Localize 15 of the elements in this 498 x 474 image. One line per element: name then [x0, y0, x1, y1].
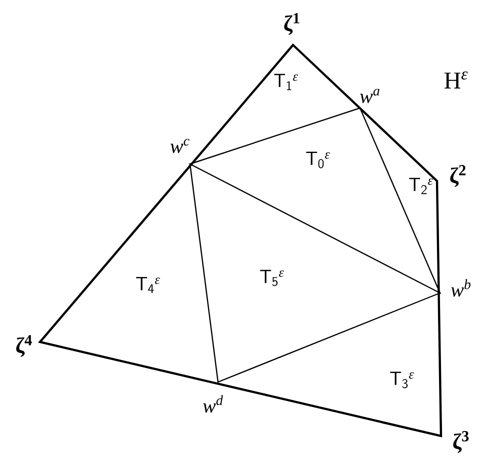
triangle-label: T$_{1}$ε — [274, 74, 298, 90]
triangle-label: T$_{0}$ε — [306, 152, 330, 168]
point-label: w$^{a}$ — [360, 88, 380, 104]
triangle-label: T$_{4}$ε — [136, 277, 160, 293]
vertex-label: ζ$^{4}$ — [16, 335, 32, 357]
point-label: w$^{c}$ — [170, 138, 190, 154]
point-label: w$^{b}$ — [451, 279, 470, 297]
triangle-label: T$_{2}$ε — [409, 178, 433, 194]
vertex-label: ζ$^{1}$ — [284, 13, 300, 35]
vertex-label: ζ$^{2}$ — [450, 165, 466, 187]
triangle-label: T$_{5}$ε — [260, 270, 284, 286]
domain-label: H$^{ε}$ — [444, 72, 468, 88]
triangle-label: T$_{3}$ε — [390, 372, 414, 388]
point-label: w$^{d}$ — [203, 395, 223, 413]
vertex-label: ζ$^{3}$ — [453, 431, 469, 453]
